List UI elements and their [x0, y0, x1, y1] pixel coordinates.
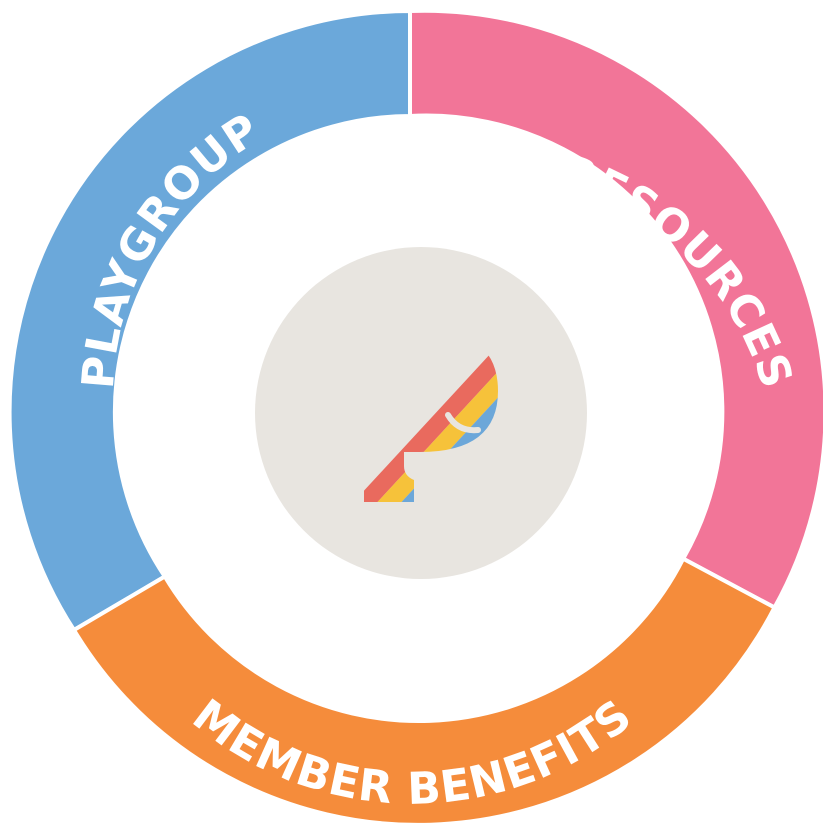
center-circle: [255, 247, 587, 579]
logo-eye-icon: [445, 367, 461, 383]
member-benefits-segment[interactable]: [71, 555, 778, 823]
logo-smile-icon: [445, 412, 481, 434]
logo-stripe: [364, 329, 498, 502]
resources-segment[interactable]: [408, 8, 823, 611]
logo-stripe: [364, 329, 498, 502]
playgroup-segment[interactable]: [7, 8, 412, 633]
